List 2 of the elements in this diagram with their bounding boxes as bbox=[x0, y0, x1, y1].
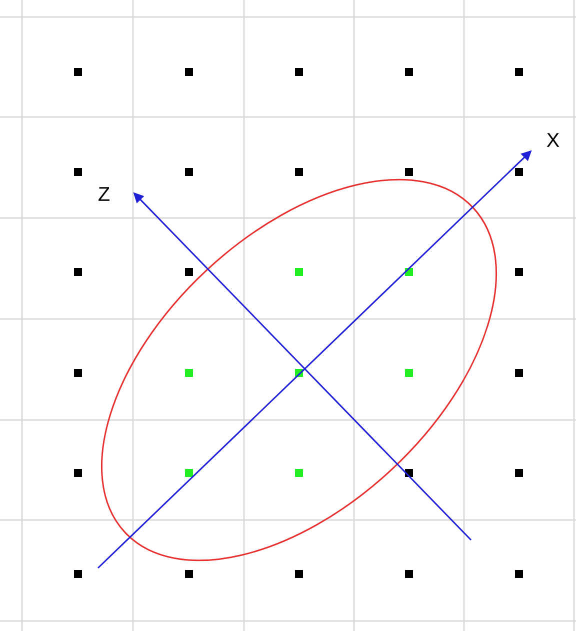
axis-label: X bbox=[546, 133, 560, 147]
axis-label: Z bbox=[98, 187, 110, 201]
